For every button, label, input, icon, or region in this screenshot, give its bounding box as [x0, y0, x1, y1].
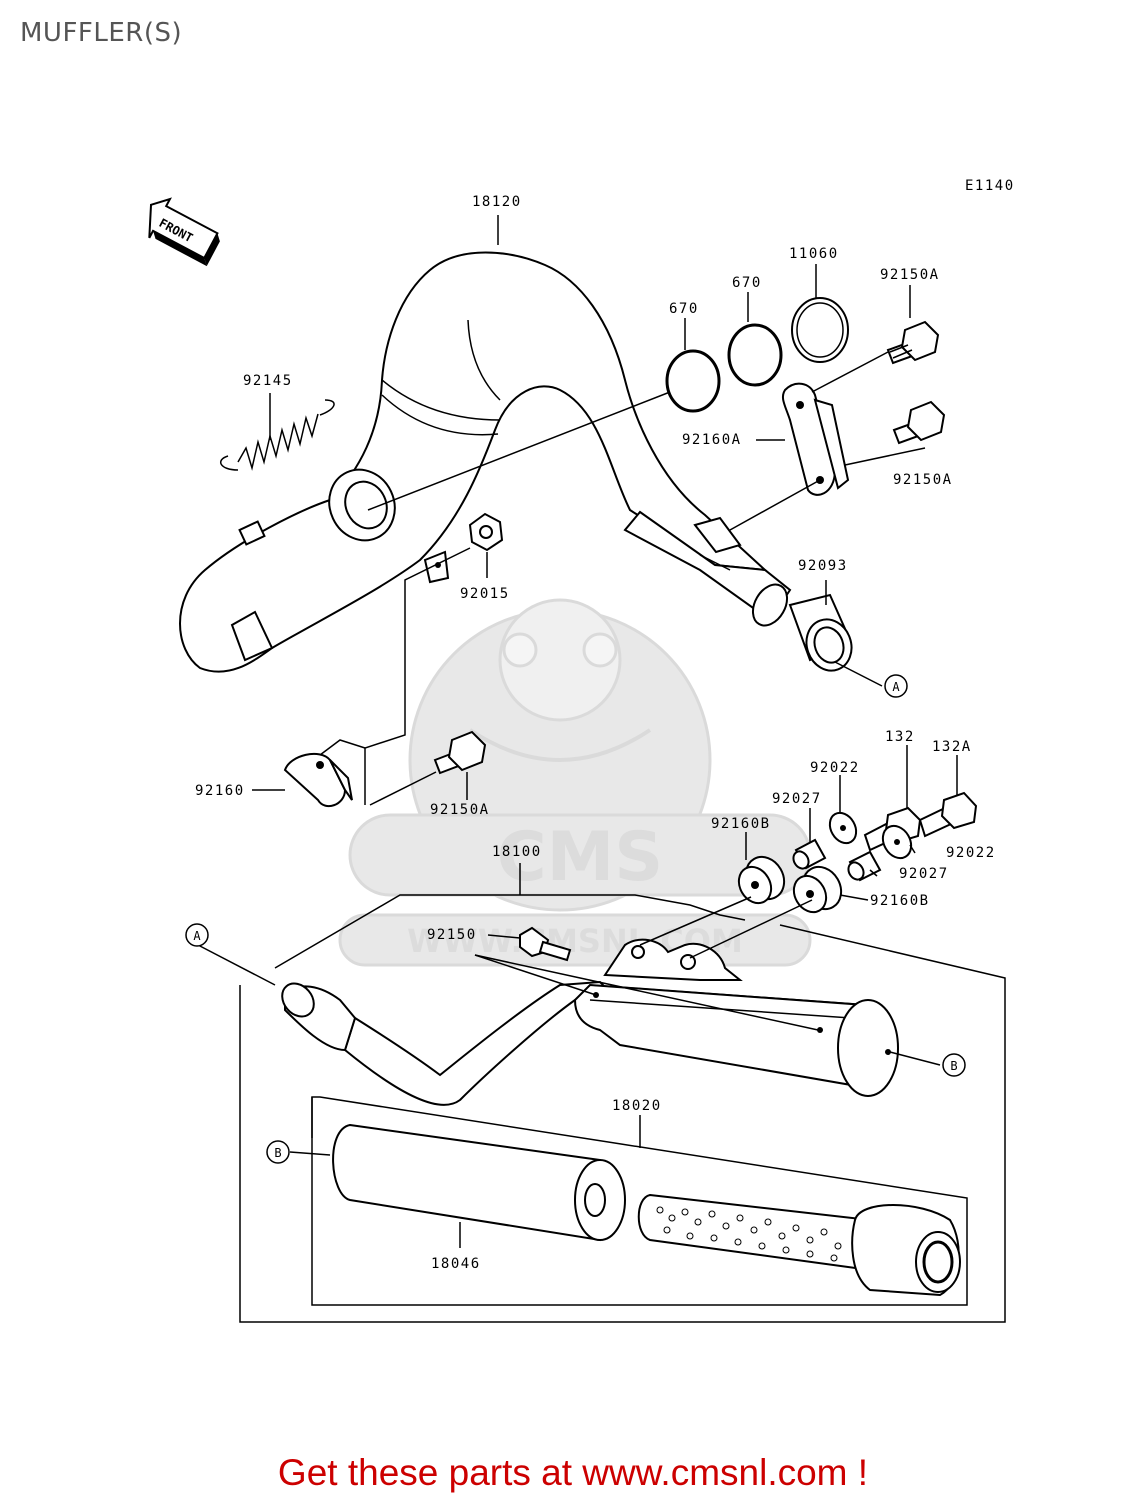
part-label-92022-lower: 92022 — [946, 845, 996, 861]
part-label-18046: 18046 — [431, 1256, 481, 1272]
part-labels: 18120 11060 670 670 92150A 92160A 92150A… — [195, 194, 996, 1272]
bracket-92160A — [781, 382, 850, 496]
part-label-92150A-lower: 92150A — [893, 472, 953, 488]
bolt-92150A-bracket — [433, 730, 487, 775]
leader-lines — [197, 215, 958, 1248]
part-label-92027-lower: 92027 — [899, 866, 949, 882]
part-label-132A: 132A — [932, 739, 972, 755]
inner-pipe — [637, 1193, 961, 1297]
part-label-92160A: 92160A — [682, 432, 742, 448]
callout-b-lower-label: B — [274, 1146, 281, 1160]
collar-92027-b — [847, 850, 882, 882]
part-label-92160: 92160 — [195, 783, 245, 799]
assembly-frame — [239, 924, 1006, 1323]
diagram-code: E1140 — [965, 178, 1015, 194]
callout-a-lower-label: A — [193, 929, 201, 943]
part-label-92027-upper: 92027 — [772, 791, 822, 807]
silencer-18100 — [281, 938, 899, 1106]
part-label-92150: 92150 — [427, 927, 477, 943]
part-label-11060: 11060 — [789, 246, 839, 262]
callout-a-lower: A — [185, 923, 209, 947]
part-label-92015: 92015 — [460, 586, 510, 602]
part-label-670-upper: 670 — [732, 275, 762, 291]
part-label-92145: 92145 — [243, 373, 293, 389]
part-label-18100: 18100 — [492, 844, 542, 860]
part-label-18120: 18120 — [472, 194, 522, 210]
packing-18046 — [332, 1123, 626, 1242]
bolt-92150A-upper — [886, 320, 940, 365]
part-label-92022-upper: 92022 — [810, 760, 860, 776]
spring-92145 — [219, 399, 335, 471]
header-pipe — [179, 251, 792, 673]
part-label-92160B-upper: 92160B — [711, 816, 771, 832]
callout-b-upper-label: B — [950, 1059, 957, 1073]
part-label-132: 132 — [885, 729, 915, 745]
collar-92027-a — [792, 838, 827, 870]
part-label-92093: 92093 — [798, 558, 848, 574]
part-label-92160B-lower: 92160B — [870, 893, 930, 909]
nut-92015 — [468, 512, 504, 552]
grommet-92160B-b — [792, 865, 843, 914]
washer-92022-b — [881, 824, 913, 860]
bolt-92150 — [519, 926, 572, 962]
bolt-92150A-lower — [892, 400, 946, 445]
part-label-670-lower: 670 — [669, 301, 699, 317]
part-label-18020: 18020 — [612, 1098, 662, 1114]
part-label-92150A-upper: 92150A — [880, 267, 940, 283]
footer-cta-link[interactable]: Get these parts at www.cmsnl.com ! — [277, 1452, 869, 1493]
o-rings — [665, 297, 849, 413]
cmsnl-watermark: CMS WWW.CMSNL.COM — [338, 598, 812, 967]
watermark-brand: CMS — [497, 818, 664, 897]
callout-b-upper: B — [942, 1053, 966, 1077]
front-arrow-icon: FRONT — [148, 197, 220, 267]
callout-b-lower: B — [266, 1140, 290, 1164]
callout-a-upper: A — [884, 674, 908, 698]
washer-92022-a — [828, 811, 858, 845]
grommet-92160B-a — [737, 855, 786, 905]
page-title: MUFFLER(S) — [20, 18, 183, 48]
part-label-92150A-bracket: 92150A — [430, 802, 490, 818]
callout-a-upper-label: A — [892, 680, 900, 694]
sleeve-92093 — [788, 593, 853, 672]
bracket-92160 — [283, 752, 353, 808]
bolt-132A — [918, 791, 978, 838]
